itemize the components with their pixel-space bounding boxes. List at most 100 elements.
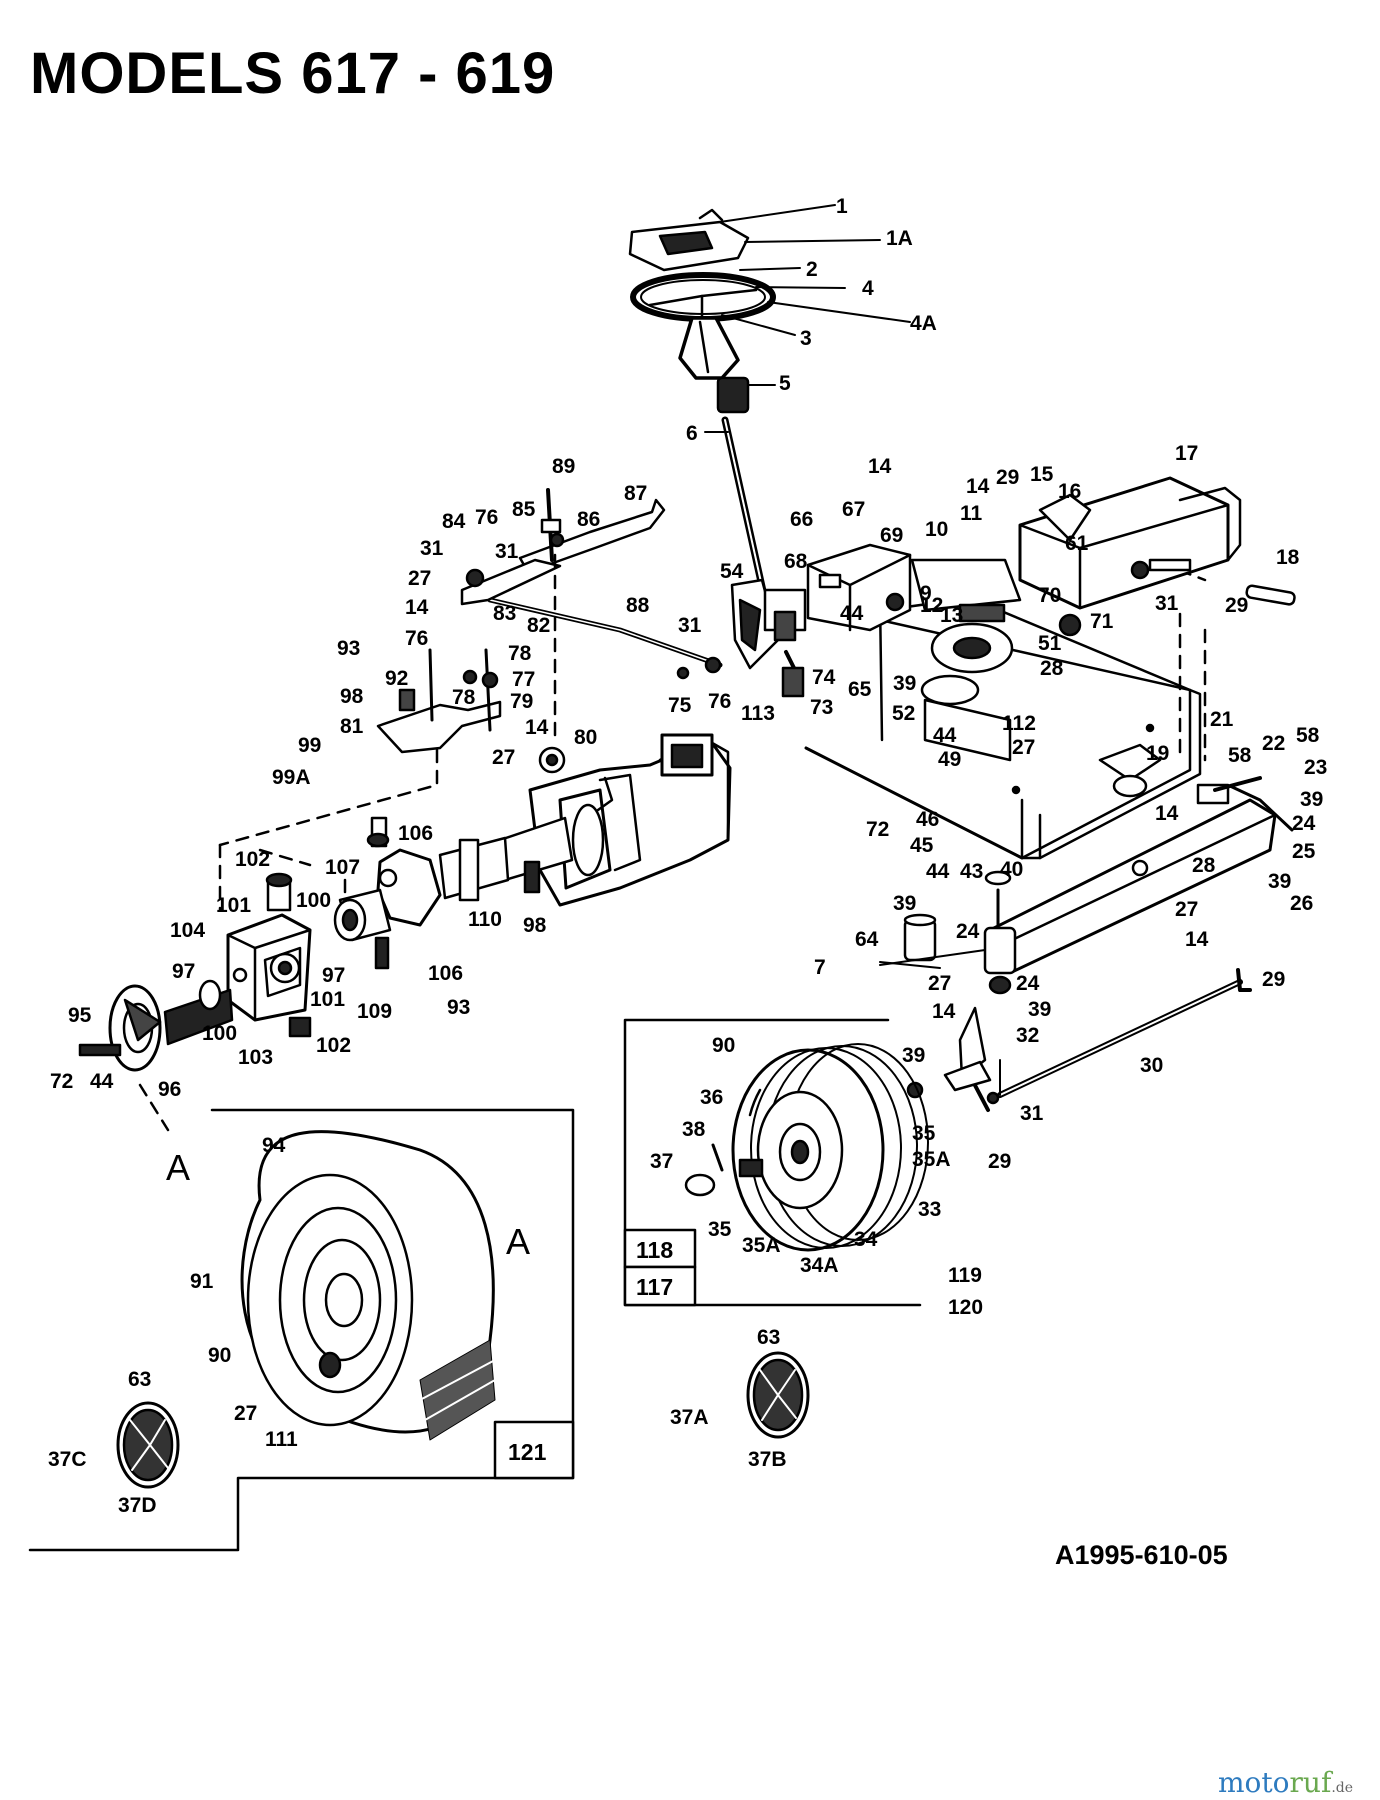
callout-27e: 27 bbox=[928, 972, 951, 995]
callout-14b: 14 bbox=[525, 716, 549, 739]
callout-12: 12 bbox=[920, 594, 943, 617]
watermark-logo: motoruf.de bbox=[1218, 1766, 1353, 1799]
callout-37B: 37B bbox=[748, 1448, 787, 1471]
callout-2: 2 bbox=[806, 258, 818, 281]
steering-wheel-assembly bbox=[628, 208, 776, 604]
callout-106b: 106 bbox=[428, 962, 463, 985]
callout-34: 34 bbox=[854, 1228, 878, 1251]
callout-76a: 76 bbox=[475, 506, 498, 529]
callout-30: 30 bbox=[1140, 1054, 1163, 1077]
callout-112: 112 bbox=[1002, 712, 1036, 735]
callout-49: 49 bbox=[938, 748, 961, 771]
callout-61: 61 bbox=[1065, 532, 1089, 555]
callout-25: 25 bbox=[1292, 840, 1316, 863]
callout-72a: 72 bbox=[50, 1070, 73, 1093]
callout-91: 91 bbox=[190, 1270, 214, 1293]
callout-27f: 27 bbox=[234, 1402, 257, 1425]
callout-93a: 93 bbox=[337, 637, 360, 660]
spindle-bushing bbox=[903, 870, 1017, 995]
callout-17: 17 bbox=[1175, 442, 1198, 465]
callout-14c: 14 bbox=[868, 455, 892, 478]
callout-37C: 37C bbox=[48, 1448, 87, 1471]
callout-96: 96 bbox=[158, 1078, 181, 1101]
callout-4: 4 bbox=[862, 277, 874, 300]
callout-104: 104 bbox=[170, 919, 205, 942]
callout-27b: 27 bbox=[492, 746, 515, 769]
front-axle bbox=[988, 776, 1294, 974]
callout-121: 121 bbox=[508, 1439, 547, 1465]
callout-28b: 28 bbox=[1192, 854, 1216, 877]
callout-83: 83 bbox=[493, 602, 516, 625]
callout-86: 86 bbox=[577, 508, 600, 531]
callout-94: 94 bbox=[262, 1134, 286, 1157]
callout-99A: 99A bbox=[272, 766, 311, 789]
callout-71: 71 bbox=[1090, 610, 1114, 633]
callout-72b: 72 bbox=[866, 818, 889, 841]
callout-14e: 14 bbox=[1155, 802, 1179, 825]
callout-18: 18 bbox=[1276, 546, 1300, 569]
callout-98a: 98 bbox=[340, 685, 364, 708]
callout-52: 52 bbox=[892, 702, 915, 725]
shift-lever-assembly bbox=[460, 488, 666, 606]
callout-35Ab: 35A bbox=[742, 1234, 781, 1257]
callout-39f: 39 bbox=[902, 1044, 925, 1067]
axle-joint bbox=[333, 816, 442, 970]
callout-88: 88 bbox=[626, 594, 650, 617]
callout-111: 111 bbox=[265, 1428, 298, 1451]
callout-43: 43 bbox=[960, 860, 983, 883]
watermark-part2: ruf bbox=[1289, 1766, 1332, 1799]
drawing-code: A1995-610-05 bbox=[1055, 1540, 1228, 1570]
section-marker-a2: A bbox=[506, 1221, 530, 1262]
inset-boxes bbox=[28, 1018, 922, 1552]
callout-113: 113 bbox=[741, 702, 775, 725]
diagram-title: MODELS 617 - 619 bbox=[30, 41, 556, 106]
callout-64: 64 bbox=[855, 928, 879, 951]
callout-90a: 90 bbox=[712, 1034, 735, 1057]
callout-39e: 39 bbox=[1028, 998, 1051, 1021]
callout-32: 32 bbox=[1016, 1024, 1039, 1047]
wheel-hub bbox=[78, 979, 234, 1072]
callout-118: 118 bbox=[636, 1237, 673, 1263]
callout-27c: 27 bbox=[1012, 736, 1035, 759]
callout-35b: 35 bbox=[708, 1218, 732, 1241]
callout-27d: 27 bbox=[1175, 898, 1198, 921]
callout-24c: 24 bbox=[1016, 972, 1040, 995]
callout-1: 1 bbox=[836, 195, 848, 218]
steering-column bbox=[716, 376, 769, 604]
callout-78b: 78 bbox=[452, 686, 476, 709]
callout-31d: 31 bbox=[1155, 592, 1179, 615]
callout-92: 92 bbox=[385, 667, 408, 690]
callout-13: 13 bbox=[940, 604, 963, 627]
callout-22: 22 bbox=[1262, 732, 1285, 755]
section-marker-a1: A bbox=[166, 1147, 190, 1188]
callout-89: 89 bbox=[552, 455, 575, 478]
callout-110: 110 bbox=[468, 908, 502, 931]
callout-27a: 27 bbox=[408, 567, 431, 590]
callout-81: 81 bbox=[340, 715, 364, 738]
callout-31b: 31 bbox=[495, 540, 519, 563]
callout-66: 66 bbox=[790, 508, 813, 531]
callout-45: 45 bbox=[910, 834, 934, 857]
callout-14d: 14 bbox=[966, 475, 990, 498]
callout-37A: 37A bbox=[670, 1406, 709, 1429]
callout-80: 80 bbox=[574, 726, 597, 749]
callout-76c: 76 bbox=[708, 690, 731, 713]
callout-97a: 97 bbox=[172, 960, 195, 983]
callout-101b: 101 bbox=[310, 988, 345, 1011]
callout-67: 67 bbox=[842, 498, 865, 521]
callout-21: 21 bbox=[1210, 708, 1234, 731]
callout-75: 75 bbox=[668, 694, 692, 717]
watermark-part3: .de bbox=[1331, 1780, 1354, 1796]
callout-14g: 14 bbox=[932, 1000, 956, 1023]
callout-103: 103 bbox=[238, 1046, 273, 1069]
callout-78a: 78 bbox=[508, 642, 532, 665]
callout-63b: 63 bbox=[757, 1326, 780, 1349]
callout-58a: 58 bbox=[1296, 724, 1320, 747]
frame bbox=[804, 596, 1202, 860]
callout-33: 33 bbox=[918, 1198, 941, 1221]
callout-7: 7 bbox=[814, 956, 826, 979]
callout-35a: 35 bbox=[912, 1122, 936, 1145]
callout-109: 109 bbox=[357, 1000, 392, 1023]
callout-95: 95 bbox=[68, 1004, 92, 1027]
callout-29a: 29 bbox=[996, 466, 1019, 489]
